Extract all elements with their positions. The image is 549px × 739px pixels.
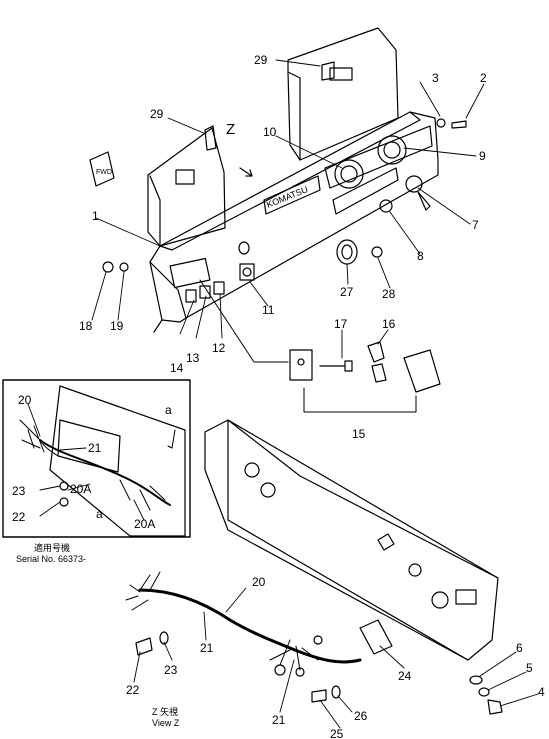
cap-28 xyxy=(371,246,383,258)
callout-22-inset: 22 xyxy=(12,510,26,524)
right-cover-flap xyxy=(287,27,399,161)
nut-18 xyxy=(102,261,114,273)
svg-text:FWD: FWD xyxy=(96,169,112,176)
detail-letter-upper: a xyxy=(165,403,172,417)
callout-27: 27 xyxy=(340,285,354,299)
callout-20A-lower: 20A xyxy=(134,517,155,531)
switch-11 xyxy=(239,263,255,281)
washer-23 xyxy=(159,631,169,645)
brand-label: KOMATSU xyxy=(265,184,309,210)
cap-27 xyxy=(336,239,358,265)
view-label-jp: Z 矢視 xyxy=(152,706,178,717)
callout-19: 19 xyxy=(110,319,124,333)
callout-22: 22 xyxy=(126,683,140,697)
callout-4: 4 xyxy=(538,685,545,699)
view-label-en: View Z xyxy=(152,718,180,728)
right-cover-latch xyxy=(329,67,353,81)
switch-box xyxy=(169,257,211,289)
washer-6 xyxy=(469,675,483,685)
callout-9: 9 xyxy=(479,149,486,163)
upper-panel-assembly: FWD KOMATSU xyxy=(89,27,467,413)
callout-16: 16 xyxy=(382,317,396,331)
callout-25: 25 xyxy=(330,727,344,739)
gauge-left xyxy=(334,159,364,189)
bolt-4 xyxy=(487,699,503,715)
callout-labels: 29 3 2 10 9 29 1 7 8 27 28 11 18 19 12 1… xyxy=(12,53,545,739)
callout-26: 26 xyxy=(354,709,368,723)
callout-23: 23 xyxy=(164,663,178,677)
callout-23-inset: 23 xyxy=(12,484,26,498)
label-plate xyxy=(263,175,321,215)
plate-24 xyxy=(359,619,393,655)
callout-3: 3 xyxy=(432,71,439,85)
cover-plate xyxy=(403,349,441,393)
callout-18: 18 xyxy=(79,319,93,333)
callout-2: 2 xyxy=(480,71,487,85)
callout-29-left: 29 xyxy=(150,107,164,121)
callout-1: 1 xyxy=(92,209,99,223)
serial-label-en: Serial No. 66373- xyxy=(16,554,86,564)
side-recess xyxy=(332,167,399,215)
lock-29-left xyxy=(204,125,217,151)
knob-8 xyxy=(379,199,393,213)
bolt-2 xyxy=(451,120,467,129)
left-cover-flap xyxy=(147,127,226,247)
callout-20-lower: 20 xyxy=(252,575,266,589)
gauge-right xyxy=(377,135,407,165)
washer-19 xyxy=(119,262,129,272)
view-marker-z: Z xyxy=(226,121,235,138)
callout-21-left: 21 xyxy=(200,641,214,655)
switch-block xyxy=(289,349,313,381)
washer-3 xyxy=(436,118,446,128)
callout-24: 24 xyxy=(398,669,412,683)
callout-13: 13 xyxy=(186,351,200,365)
detail-letter-lower: a xyxy=(96,507,103,521)
callout-21-bottom: 21 xyxy=(272,713,286,727)
leader-lines xyxy=(27,59,539,729)
detail-inset-frame xyxy=(2,379,191,538)
callout-14: 14 xyxy=(170,361,184,375)
left-cover-latch xyxy=(175,169,195,185)
callout-29-upper: 29 xyxy=(254,53,268,67)
callout-28: 28 xyxy=(382,287,396,301)
bolt-22 xyxy=(135,637,153,656)
callout-11: 11 xyxy=(262,303,275,317)
bolt-25 xyxy=(311,689,327,703)
screw-17 xyxy=(319,360,353,372)
callout-21-inset: 21 xyxy=(88,441,102,455)
washer-26 xyxy=(331,685,341,699)
main-dash-panel xyxy=(149,111,439,319)
washer-5 xyxy=(478,687,490,697)
lower-panel-assembly xyxy=(125,419,503,715)
callout-8: 8 xyxy=(417,249,424,263)
plug xyxy=(238,241,250,255)
callout-15: 15 xyxy=(352,427,366,441)
detail-inset xyxy=(19,385,186,537)
callout-6: 6 xyxy=(516,641,523,655)
callout-20A-upper: 20A xyxy=(70,482,91,496)
callout-17: 17 xyxy=(334,317,348,331)
serial-label-jp: 適用号機 xyxy=(34,542,70,553)
callout-10: 10 xyxy=(263,125,277,139)
callout-5: 5 xyxy=(526,661,533,675)
wiring-harness xyxy=(138,588,362,664)
key-switch xyxy=(405,175,423,193)
callout-12: 12 xyxy=(212,341,226,355)
gauge-recess xyxy=(324,125,433,189)
fwd-marker: FWD xyxy=(89,151,115,187)
callout-20-inset: 20 xyxy=(18,393,32,407)
diodes-16 xyxy=(367,341,387,383)
callout-7: 7 xyxy=(472,218,479,232)
lock-29-right xyxy=(321,61,335,81)
lower-dash-panel xyxy=(204,419,499,661)
